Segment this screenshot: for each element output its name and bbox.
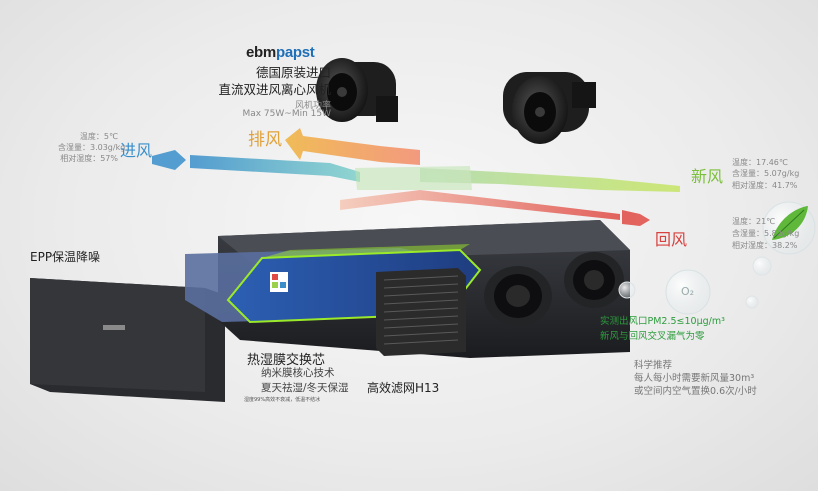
exhaust-label: 排风 — [248, 130, 282, 150]
core-tiny-note: 湿度99%高效不衰减，低温不结冰 — [244, 397, 321, 403]
fan-power-label: 风机功率 — [294, 101, 331, 111]
fresh-air-label: 新风 — [691, 167, 724, 186]
leaf-bubble — [762, 201, 816, 255]
pm-line2: 新风与回风交叉漏气为零 — [600, 331, 705, 342]
recommend-title: 科学推荐 — [634, 360, 673, 371]
intake-airflow-arrow — [152, 150, 360, 182]
recommend-line2: 每人每小时需要新风量30m³ — [634, 373, 755, 384]
oxygen-symbol: O₂ — [681, 285, 695, 298]
core-sub1: 纳米膜核心技术 — [261, 367, 335, 379]
outlet-left — [484, 266, 552, 326]
return-airflow-arrow — [340, 190, 650, 226]
return-temp: 温度：21℃ — [732, 217, 776, 226]
return-moisture: 含湿量：5.82g/kg — [732, 229, 800, 238]
fan-title-line1: 德国原装进口 — [255, 65, 331, 80]
exhaust-airflow-arrow — [285, 128, 420, 165]
pm-line1: 实测出风口PM2.5≤10μg/m³ — [600, 316, 725, 327]
fresh-moisture: 含湿量：5.07g/kg — [732, 169, 800, 178]
ventilation-unit — [185, 220, 630, 358]
outlet-right — [564, 252, 624, 308]
fresh-airflow-arrow — [355, 166, 680, 192]
centrifugal-fan-right — [503, 72, 596, 144]
intake-temp: 温度：5℃ — [79, 132, 118, 141]
epp-panel — [30, 278, 225, 402]
oxygen-bubble — [665, 269, 711, 315]
fan-title-line2: 直流双进风离心风机 — [218, 82, 331, 97]
small-bubble — [618, 281, 636, 299]
intake-moisture: 含湿量：3.03g/kg — [58, 143, 126, 152]
core-sub2: 夏天祛湿/冬天保湿 — [261, 382, 349, 394]
fan-power-range: Max 75W~Min 15W — [242, 109, 331, 119]
small-bubble — [752, 256, 772, 276]
small-bubble — [745, 295, 759, 309]
return-humidity: 相对湿度：38.2% — [732, 241, 798, 250]
fresh-temp: 温度：17.46℃ — [732, 158, 788, 167]
return-air-label: 回风 — [655, 230, 688, 249]
recommend-line3: 或空间内空气置换0.6次/小时 — [634, 386, 757, 397]
filter-label: 高效滤网H13 — [367, 381, 440, 395]
fresh-humidity: 相对湿度：41.7% — [732, 181, 798, 190]
epp-label: EPP保温降噪 — [30, 250, 101, 264]
intake-humidity: 相对湿度：57% — [60, 154, 118, 163]
intake-label: 进风 — [120, 141, 153, 160]
core-title: 热湿膜交换芯 — [247, 353, 326, 368]
brand-logo: ebmpapst — [246, 44, 315, 61]
centrifugal-fan-left — [316, 58, 398, 122]
